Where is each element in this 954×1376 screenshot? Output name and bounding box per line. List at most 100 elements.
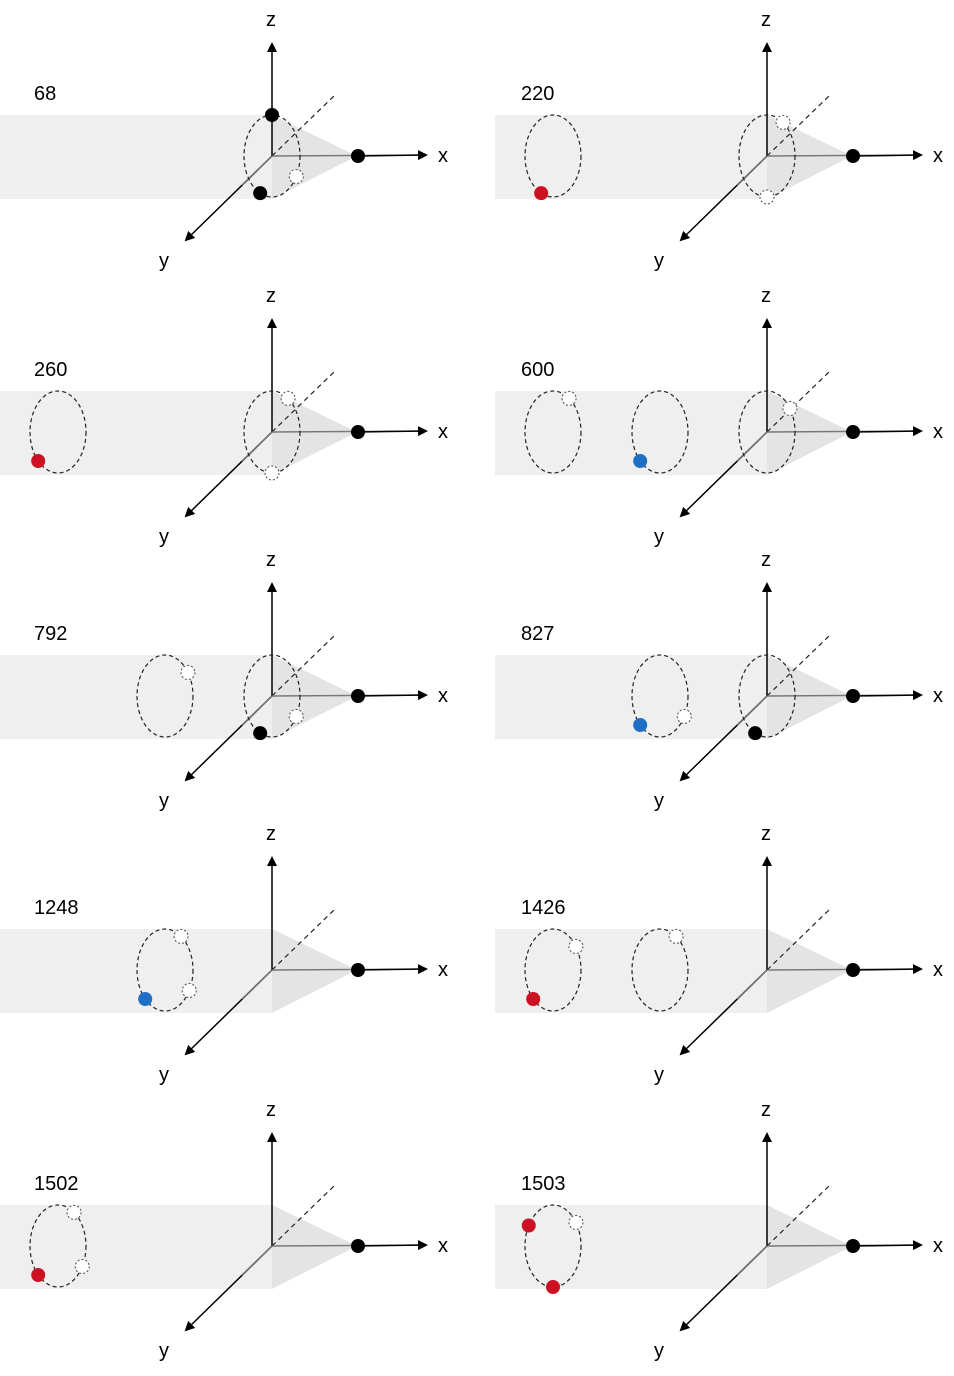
x-axis (357, 964, 428, 975)
x-axis (357, 1240, 428, 1251)
x-axis (852, 1240, 923, 1251)
blue-particle (633, 717, 648, 732)
blue-particle (138, 991, 153, 1006)
y-axis-grey-segment (736, 155, 768, 186)
ghost-position-marker (173, 928, 189, 944)
ghost-position-marker (66, 1204, 82, 1220)
z-axis-label: z (761, 285, 771, 307)
y-axis-grey-segment (736, 431, 768, 462)
ghost-position-marker (264, 465, 280, 481)
ghost-position-marker (676, 708, 692, 725)
orbit-ring-mid (631, 390, 689, 474)
x-axis-particle (846, 149, 860, 163)
x-axis-particle (351, 689, 365, 703)
y-axis-grey-segment (736, 695, 768, 726)
trajectory-band (495, 929, 767, 1013)
ghost-position-marker (288, 168, 304, 185)
z-axis-label: z (266, 1099, 276, 1121)
z-axis-label: z (761, 549, 771, 571)
orbit-ring-mid (136, 654, 194, 738)
orbit-ring-far-left (524, 390, 582, 474)
x-axis-particle (846, 689, 860, 703)
z-axis-label: z (761, 9, 771, 31)
panel-1426: z x y 1426 (495, 823, 943, 1086)
x-axis (852, 426, 923, 437)
z-axis-label: z (266, 823, 276, 845)
x-axis (357, 690, 428, 701)
x-axis-particle (846, 963, 860, 977)
trajectory-band (495, 655, 767, 739)
beam-cone (767, 929, 852, 1013)
y-axis-label: y (159, 1340, 169, 1362)
ghost-position-marker (568, 1214, 584, 1231)
trajectory-band (0, 391, 272, 475)
y-axis-label: y (159, 526, 169, 548)
beam-cone (767, 1205, 852, 1289)
y-axis-grey-segment (736, 969, 768, 1000)
trajectory-band (0, 1205, 272, 1289)
black-particle (265, 108, 279, 122)
orbit-ring-mid (631, 654, 689, 738)
z-axis-label: z (266, 285, 276, 307)
frame-number: 1248 (34, 897, 79, 919)
beam-cone (272, 115, 357, 199)
ghost-position-marker (759, 189, 775, 205)
beam-cone (272, 1205, 357, 1289)
orbit-ring-origin (243, 390, 301, 474)
x-axis-particle (351, 1239, 365, 1253)
orbit-ring-mid (136, 928, 194, 1012)
orbit-ring-far-left (524, 114, 582, 198)
y-axis-grey-segment (241, 695, 273, 726)
blue-particle (633, 453, 648, 468)
beam-cone (272, 655, 357, 739)
y-axis-label: y (159, 250, 169, 272)
ghost-position-marker (181, 982, 197, 999)
y-axis-label: y (159, 1064, 169, 1086)
orbit-ring-far-left (524, 1204, 582, 1288)
ghost-position-marker (561, 390, 577, 406)
orbit-ring-far-left (524, 928, 582, 1012)
orbit-ring-origin (243, 654, 301, 738)
black-particle (748, 726, 763, 741)
ghost-position-marker (775, 114, 791, 130)
x-axis-label: x (438, 959, 448, 981)
frame-number: 1426 (521, 897, 566, 919)
orbit-ring-origin (738, 654, 796, 738)
panels-layer: zxy68zxy220zxy260zxy600zxy792zxy827zxy12… (0, 9, 943, 1362)
trajectory-band (495, 1205, 767, 1289)
panel-1248: z x y 1248 (0, 823, 448, 1086)
trajectory-band (0, 929, 272, 1013)
red-particle (31, 1267, 46, 1282)
x-axis-label: x (933, 959, 943, 981)
y-axis-label: y (654, 250, 664, 272)
x-axis-particle (351, 149, 365, 163)
beam-cone (272, 929, 357, 1013)
ghost-position-marker (288, 708, 304, 725)
x-axis-particle (846, 1239, 860, 1253)
red-particle (534, 186, 549, 201)
trajectory-band (495, 115, 767, 199)
y-axis-grey-segment (241, 431, 273, 462)
ghost-position-marker (782, 400, 798, 417)
ghost-position-marker (74, 1258, 90, 1275)
z-axis-label: z (266, 549, 276, 571)
black-particle (253, 726, 268, 741)
frame-number: 260 (34, 359, 67, 381)
red-particle (546, 1280, 560, 1294)
x-axis-label: x (933, 145, 943, 167)
z-axis-label: z (761, 823, 771, 845)
z-axis-label: z (761, 1099, 771, 1121)
orbit-ring-far-left (29, 1204, 87, 1288)
x-axis-label: x (933, 421, 943, 443)
x-axis-label: x (438, 685, 448, 707)
trajectory-band (0, 115, 272, 199)
x-axis-particle (846, 425, 860, 439)
y-axis-label: y (654, 1064, 664, 1086)
frame-number: 600 (521, 359, 554, 381)
x-axis (852, 964, 923, 975)
